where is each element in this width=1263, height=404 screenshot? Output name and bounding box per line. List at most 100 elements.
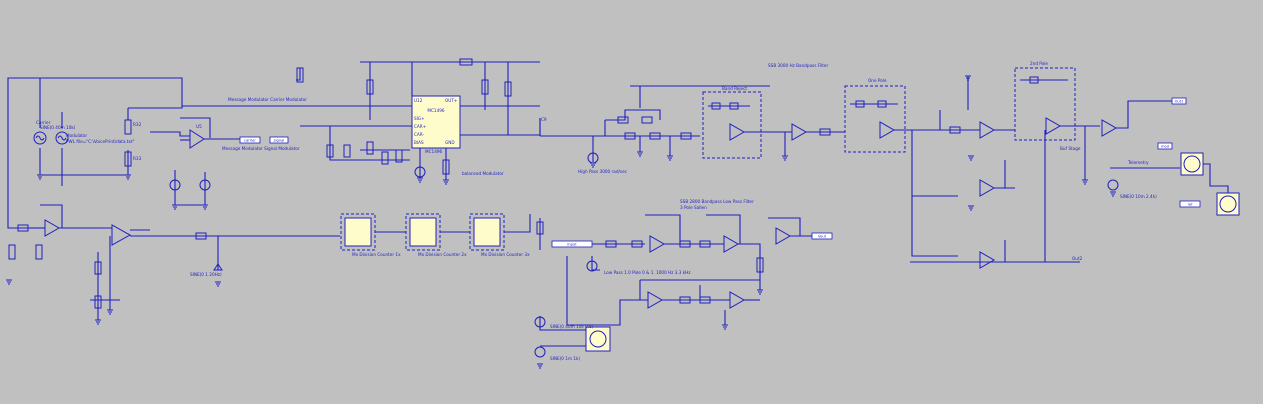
v-source-2-label: SINE(0 1m 1k) bbox=[550, 356, 580, 361]
bottom-source-icon bbox=[534, 316, 546, 328]
bias-source-icon bbox=[414, 166, 426, 178]
modulator-label: Modulator bbox=[66, 133, 87, 138]
counter-note-3: Mx Division Counter 3x bbox=[481, 252, 530, 257]
bottom-source-icon-2 bbox=[534, 346, 546, 358]
pot-r32 bbox=[124, 119, 132, 135]
telemetry-label: Telemetry bbox=[1127, 160, 1149, 165]
svg-text:Out1: Out1 bbox=[1175, 100, 1184, 104]
svg-text:BIAS: BIAS bbox=[414, 140, 424, 145]
detector-section: SINE(0 1 20Hz) Mx Division Counter 1x Mx… bbox=[8, 204, 544, 320]
diode-icon bbox=[213, 263, 223, 271]
output-mixer: Telemetry SINE(0 10m 2.4k) mod ref bbox=[1107, 142, 1240, 216]
telemetry-source-icon bbox=[1107, 179, 1119, 191]
ssb-filter-title: SSB 3000 Hz Bandpass Filter bbox=[768, 63, 829, 68]
opamp-u7 bbox=[729, 123, 746, 141]
carrier-disc-text: Message Modulator Carrier Modulator bbox=[228, 97, 307, 102]
opamp-u19 bbox=[649, 235, 666, 253]
svg-text:CAR+: CAR+ bbox=[414, 124, 427, 129]
carrier-source-value: SINE(0 40m 10k) bbox=[40, 125, 76, 130]
counter-u17 bbox=[409, 217, 437, 247]
one-pole-stage: SSB 3000 Hz Bandpass Filter bbox=[768, 63, 845, 156]
carrier-source-icon bbox=[33, 131, 47, 145]
mc1496-chip bbox=[411, 95, 461, 149]
balanced-modulator: MC1496 U12 SIG+ CAR+ CAR- BIAS OUT+ GND … bbox=[296, 58, 547, 180]
opamp-u15 bbox=[1101, 119, 1118, 137]
svg-text:R33: R33 bbox=[133, 156, 142, 161]
modulator-source-icon bbox=[55, 131, 69, 145]
svg-text:ref: ref bbox=[1188, 203, 1194, 207]
mc1496-part: MC1496 bbox=[427, 108, 445, 113]
carrier-tag: carrier bbox=[239, 136, 261, 144]
input-tag: Input bbox=[551, 240, 593, 248]
svg-text:U5: U5 bbox=[196, 124, 202, 129]
ref-tag: ref bbox=[1179, 200, 1201, 208]
opamp-u13 bbox=[979, 251, 996, 269]
svg-text:Vout: Vout bbox=[818, 235, 827, 239]
out-tag-2: Out2 bbox=[1072, 256, 1083, 261]
svg-text:U12: U12 bbox=[414, 98, 423, 103]
opamp-u14 bbox=[1045, 117, 1062, 135]
svg-text:carrier: carrier bbox=[244, 139, 256, 143]
dc-source-icon-2 bbox=[199, 179, 211, 191]
mc1496-value: MC1496 bbox=[425, 149, 443, 154]
svg-text:signal: signal bbox=[274, 139, 285, 143]
counter-note-1: Mx Division Counter 1x bbox=[352, 252, 401, 257]
v-source-label: SINE(0 10m 2.4k) bbox=[1120, 194, 1157, 199]
mod-tag: mod bbox=[1157, 142, 1173, 150]
resistor-r33 bbox=[124, 151, 132, 167]
lowpass-filter: SSB 2800 Bandpass Low Pass Filter 3 Pole… bbox=[534, 199, 833, 361]
comparator-u3 bbox=[111, 224, 132, 246]
buf-stage-box bbox=[1014, 67, 1076, 141]
svg-text:mod: mod bbox=[1161, 145, 1169, 149]
vout-tag: Vout bbox=[811, 232, 833, 240]
hf-low-note: Low Pass 1.0 Pole 0 & 1. 1000 Hz 3.3 kHz bbox=[604, 270, 691, 275]
opamp-u10 bbox=[979, 121, 996, 139]
opamp-u8 bbox=[791, 123, 808, 141]
bottom-source-label: SINE(0 40m 10k 0.5) bbox=[550, 324, 594, 329]
band-reject-box bbox=[702, 91, 762, 159]
stage-tag-1: Band Reject bbox=[722, 86, 747, 91]
modulator-desc: PWL file="C:\VoicePrint\data.txt" bbox=[66, 139, 135, 144]
stage-tag-2: One Pole bbox=[868, 78, 887, 83]
stage-tag-3: 2nd Pole bbox=[1030, 61, 1048, 66]
dc-source-icon bbox=[169, 179, 181, 191]
lp-source-icon bbox=[586, 260, 598, 272]
counter-u16 bbox=[344, 217, 372, 247]
svg-text:Input: Input bbox=[567, 243, 577, 247]
signal-tag: signal bbox=[269, 136, 289, 144]
svg-text:C9: C9 bbox=[541, 117, 547, 122]
lowpass-title: SSB 2800 Bandpass Low Pass Filter bbox=[680, 199, 754, 204]
carrier-source-label: Carrier bbox=[36, 120, 51, 125]
svg-text:CAR-: CAR- bbox=[414, 132, 425, 137]
out-tag: Out1 bbox=[1171, 97, 1187, 105]
opamp-u11 bbox=[979, 179, 996, 197]
balanced-mod-note: balanced Modulator bbox=[462, 171, 504, 176]
svg-text:R32: R32 bbox=[133, 122, 142, 127]
buffer-stages: Out2 bbox=[910, 76, 1083, 269]
lfo-note: SINE(0 1 20Hz) bbox=[190, 272, 222, 277]
band-reject-stage: Band Reject bbox=[702, 86, 770, 159]
second-pole-box bbox=[844, 85, 906, 153]
stage-tag-4: Buf Stage bbox=[1060, 146, 1081, 151]
lowpass-sub: 3 Pole Sallen bbox=[680, 205, 707, 210]
highpass-title: High Pass 3000 rad/sec bbox=[578, 169, 628, 174]
opamp-u9 bbox=[879, 121, 896, 139]
highpass-filter: High Pass 3000 rad/sec bbox=[540, 85, 770, 174]
svg-text:SIG+: SIG+ bbox=[414, 116, 425, 121]
second-pole-stage: One Pole bbox=[844, 78, 935, 153]
input-section: Carrier SINE(0 40m 10k) Modulator PWL fi… bbox=[7, 77, 307, 229]
counter-note-2: Mx Division Counter 2x bbox=[418, 252, 467, 257]
opamp-u23 bbox=[729, 291, 746, 309]
buf-stage: 2nd Pole Out1 Buf Stage bbox=[1014, 61, 1187, 180]
svg-text:OUT+: OUT+ bbox=[445, 98, 458, 103]
opamp-u21 bbox=[775, 227, 792, 245]
opamp-u20 bbox=[723, 235, 740, 253]
opamp-u2 bbox=[44, 219, 61, 237]
message-disc-text: Message Modulator Signal Modulator bbox=[222, 146, 300, 151]
counter-u18 bbox=[473, 217, 501, 247]
ground-symbols bbox=[6, 75, 1116, 369]
opamp-u22 bbox=[647, 291, 664, 309]
opamp-u5 bbox=[189, 129, 205, 149]
